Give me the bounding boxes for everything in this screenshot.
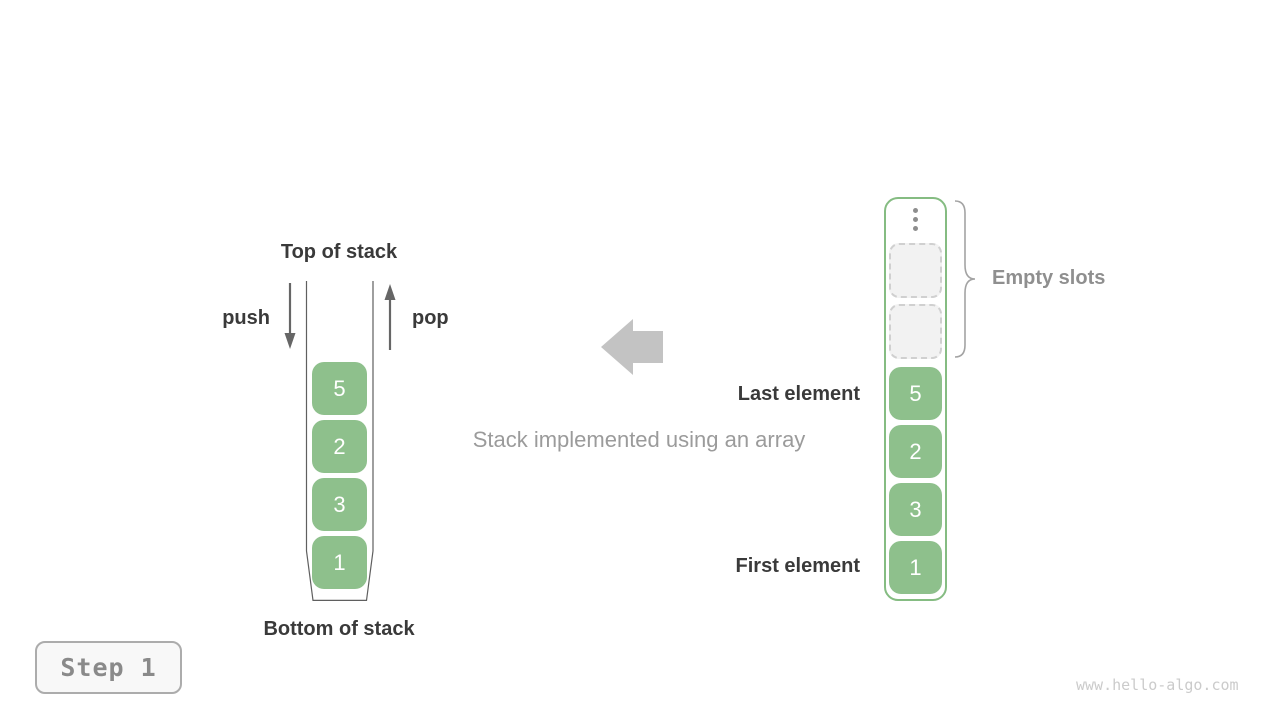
array-cell: 5 xyxy=(889,367,942,420)
array-cell: 1 xyxy=(889,541,942,594)
stack-container-outline xyxy=(305,281,374,601)
stack-cell: 1 xyxy=(312,536,367,589)
empty-slot xyxy=(889,243,942,298)
bottom-of-stack-label: Bottom of stack xyxy=(263,618,415,640)
stack-cell: 2 xyxy=(312,420,367,473)
push-down-arrow-icon xyxy=(284,283,296,349)
empty-slots xyxy=(889,231,942,359)
step-badge-label: Step 1 xyxy=(60,653,157,682)
array-cell: 2 xyxy=(889,425,942,478)
pop-up-arrow-icon xyxy=(384,284,396,350)
empty-slots-label: Empty slots xyxy=(992,267,1106,289)
pop-label: pop xyxy=(412,307,449,329)
curly-brace-icon xyxy=(954,200,976,358)
step-badge: Step 1 xyxy=(35,641,182,694)
ellipsis-dots-icon xyxy=(913,208,918,231)
last-element-label: Last element xyxy=(737,383,860,405)
empty-slot xyxy=(889,304,942,359)
diagram-caption: Stack implemented using an array xyxy=(472,427,806,452)
stack-cell: 3 xyxy=(312,478,367,531)
array-cell: 3 xyxy=(889,483,942,536)
watermark: www.hello-algo.com xyxy=(1076,676,1239,694)
first-element-label: First element xyxy=(735,555,860,577)
left-arrow-icon xyxy=(601,319,663,375)
top-of-stack-label: Top of stack xyxy=(280,241,398,263)
push-label: push xyxy=(222,307,270,329)
stack-cell: 5 xyxy=(312,362,367,415)
